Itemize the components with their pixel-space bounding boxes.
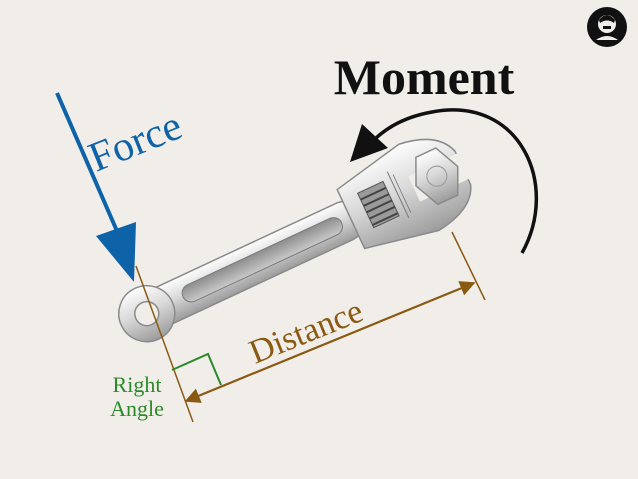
distance-arrow xyxy=(184,281,476,403)
right-angle-label-line1: Right xyxy=(113,372,162,397)
moment-label: Moment xyxy=(334,49,515,105)
right-angle-marker xyxy=(171,352,222,386)
perpendicular-lines xyxy=(135,231,486,423)
force-label: Force xyxy=(83,103,189,181)
moment-arrow xyxy=(350,108,539,254)
portrait-badge-icon xyxy=(587,7,627,47)
force-arrow xyxy=(55,92,136,282)
distance-label: Distance xyxy=(244,293,368,372)
right-angle-label-line2: Angle xyxy=(110,396,164,421)
